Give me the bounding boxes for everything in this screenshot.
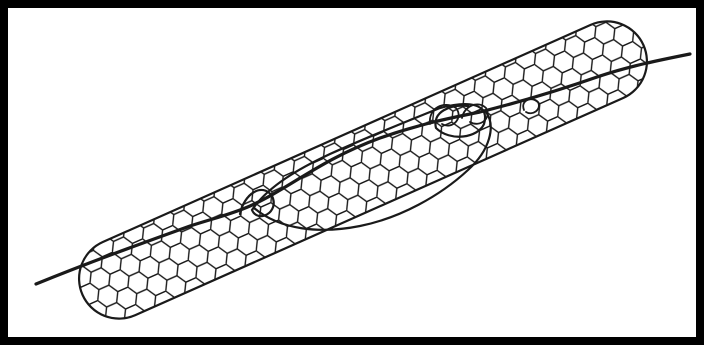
tube-capsule (0, 0, 704, 345)
nanotube-diagram (0, 0, 704, 345)
hexagonal-lattice (0, 0, 704, 345)
